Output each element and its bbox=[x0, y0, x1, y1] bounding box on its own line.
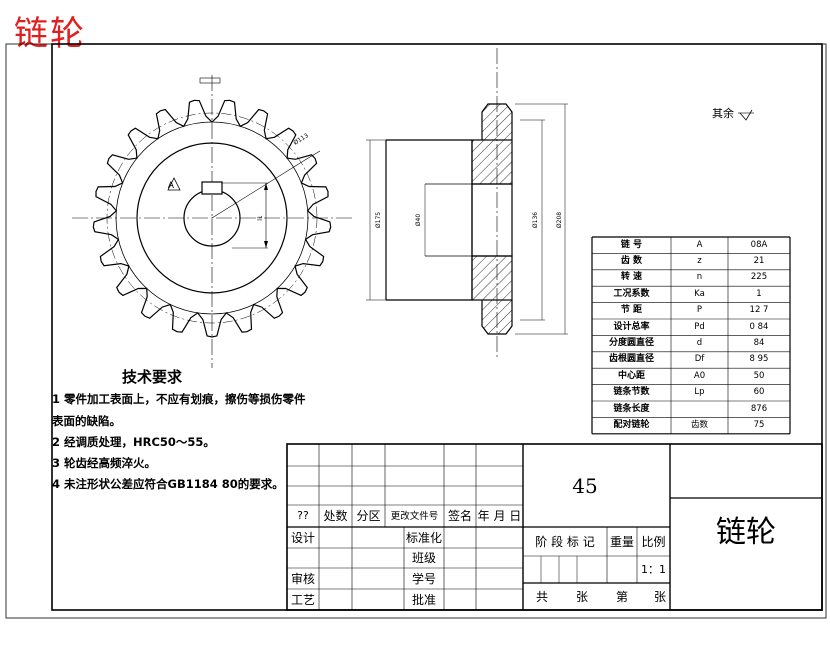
param-cell: 链条长度 bbox=[613, 403, 650, 414]
material-value: 45 bbox=[572, 474, 598, 498]
param-cell: n bbox=[696, 272, 703, 283]
tech-item-2: 2 经调质处理，HRC50～55。 bbox=[52, 435, 215, 449]
param-cell: A bbox=[696, 239, 703, 250]
param-cell: Lp bbox=[694, 387, 705, 398]
param-cell: Pd bbox=[694, 321, 705, 332]
dim-side-3: Ø136 bbox=[532, 212, 539, 228]
param-cell: 12 7 bbox=[749, 305, 769, 316]
label-design: 设计 bbox=[290, 531, 315, 545]
param-cell: 876 bbox=[750, 403, 768, 414]
root-circle bbox=[115, 121, 309, 315]
sheet-total-label: 共 bbox=[535, 590, 548, 604]
rev-header-6: 年 月 日 bbox=[477, 509, 522, 523]
param-cell: Df bbox=[694, 354, 705, 365]
tech-requirements-title: 技术要求 bbox=[122, 368, 183, 386]
section-label: A bbox=[168, 181, 175, 191]
dim-side-4: Ø208 bbox=[556, 212, 563, 228]
sheet-index-unit: 张 bbox=[653, 590, 666, 604]
rev-header-2: 处数 bbox=[323, 509, 348, 523]
label-process: 工艺 bbox=[290, 593, 315, 607]
param-cell: 1 bbox=[756, 288, 762, 299]
part-name: 链轮 bbox=[716, 515, 776, 550]
stage-mark-header: 阶 段 标 记 bbox=[535, 535, 595, 549]
label-class: 班级 bbox=[411, 551, 436, 565]
tech-item-4: 4 未注形状公差应符合GB1184 80的要求。 bbox=[52, 477, 284, 491]
param-cell: 225 bbox=[750, 272, 768, 283]
hub-circle bbox=[136, 142, 288, 294]
param-cell: 分度圆直径 bbox=[608, 337, 654, 348]
pitch-circle bbox=[106, 112, 318, 324]
tech-item-1: 1 零件加工表面上，不应有划痕，擦伤等损伤零件 bbox=[52, 392, 306, 406]
sprocket-front-view bbox=[72, 75, 352, 368]
sheet-index-label: 第 bbox=[615, 590, 628, 604]
param-cell: 8 95 bbox=[749, 354, 769, 365]
weight-header: 重量 bbox=[609, 535, 634, 549]
param-cell: 设计总率 bbox=[613, 321, 650, 332]
param-cell: 节 距 bbox=[620, 305, 643, 316]
param-cell: P bbox=[696, 305, 703, 316]
param-cell: Ka bbox=[694, 288, 705, 299]
rev-header-3: 分区 bbox=[356, 509, 381, 523]
param-cell: z bbox=[697, 255, 702, 266]
title-block-grid bbox=[286, 443, 823, 611]
dim-side-2: Ø40 bbox=[415, 214, 422, 227]
sprocket-teeth bbox=[92, 99, 332, 338]
drawing-title: 链轮 bbox=[14, 14, 86, 54]
keyway bbox=[201, 181, 223, 195]
rev-header-1: ?? bbox=[297, 509, 309, 522]
param-cell: 中心距 bbox=[617, 370, 645, 381]
tech-item-3: 3 轮齿经高频淬火。 bbox=[52, 456, 157, 470]
surface-finish-icon bbox=[738, 109, 754, 121]
param-cell: d bbox=[696, 337, 703, 348]
dim-side-1: Ø175 bbox=[375, 212, 382, 228]
parameter-table-grid bbox=[591, 236, 791, 435]
scale-header: 比例 bbox=[641, 535, 666, 549]
label-approve: 批准 bbox=[411, 593, 436, 607]
param-cell: 转 速 bbox=[620, 272, 643, 283]
param-cell: 50 bbox=[753, 370, 765, 381]
rev-header-4: 更改文件号 bbox=[390, 511, 439, 522]
param-cell: 齿 数 bbox=[620, 255, 643, 266]
param-cell: 配对链轮 bbox=[613, 419, 650, 430]
sheet-total-unit: 张 bbox=[575, 590, 588, 604]
param-cell: 21 bbox=[753, 255, 765, 266]
param-cell: 84 bbox=[753, 337, 765, 348]
param-cell: 75 bbox=[753, 419, 765, 430]
param-cell: 工况系数 bbox=[613, 288, 650, 299]
dim-keyway: l1 bbox=[257, 215, 264, 221]
param-cell: 链条节数 bbox=[613, 387, 650, 398]
rev-header-5: 签名 bbox=[447, 509, 472, 523]
label-student-id: 学号 bbox=[411, 572, 436, 586]
param-cell: 60 bbox=[753, 387, 765, 398]
sprocket-side-view bbox=[366, 48, 568, 360]
scale-value: 1：1 bbox=[641, 563, 666, 576]
param-cell: A0 bbox=[693, 370, 706, 381]
label-standard: 标准化 bbox=[405, 531, 442, 545]
param-cell: 链 号 bbox=[620, 239, 643, 250]
surface-note: 其余 bbox=[712, 107, 734, 120]
param-cell: 08A bbox=[750, 239, 768, 250]
param-cell: 齿根圆直径 bbox=[608, 354, 654, 365]
param-cell: 0 84 bbox=[749, 321, 769, 332]
label-review: 审核 bbox=[290, 572, 315, 586]
tech-item-1-cont: 表面的缺陷。 bbox=[52, 414, 121, 428]
param-cell: 齿数 bbox=[690, 419, 708, 430]
